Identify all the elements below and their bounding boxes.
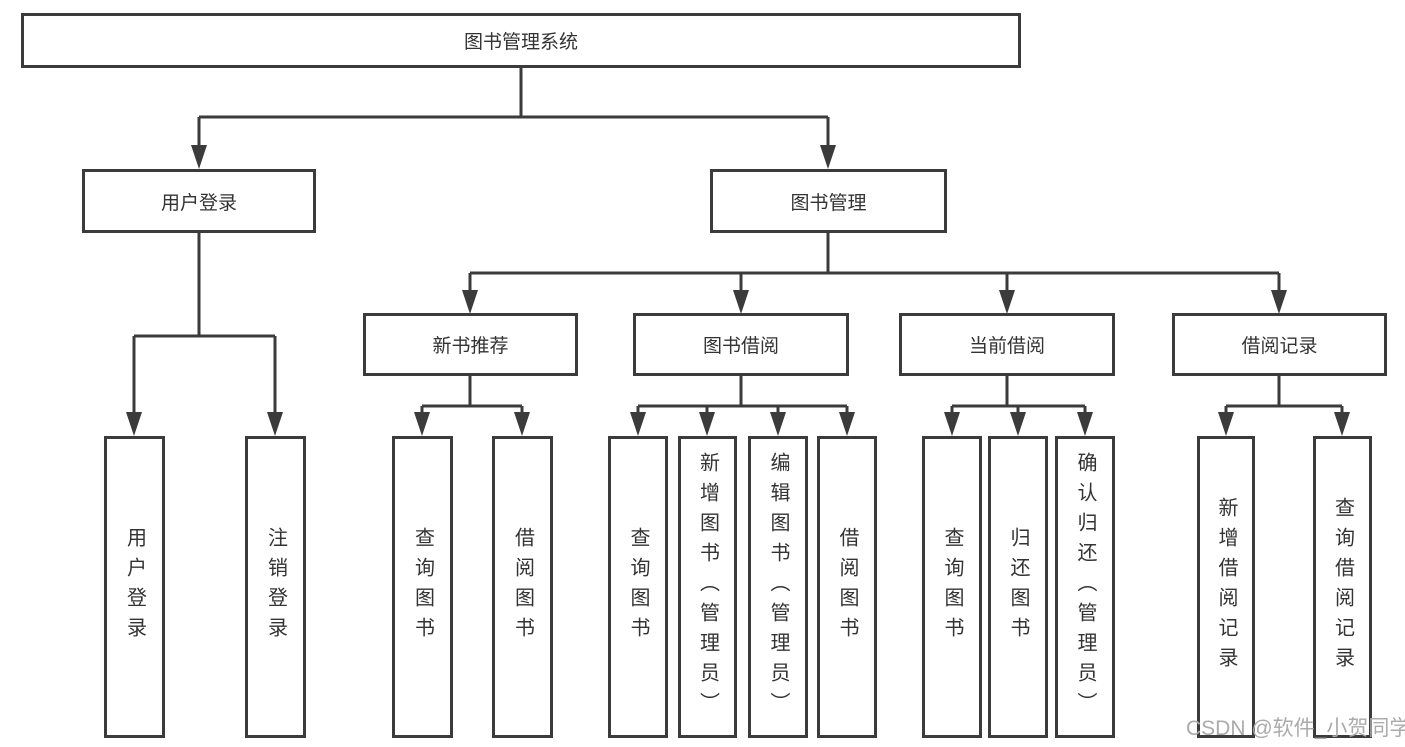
node-root-system: 图书管理系统 (21, 13, 1021, 68)
watermark: CSDN @软件_小贺同学 (1186, 717, 1405, 740)
node-leaf-query-book-1: 查询图书 (392, 436, 453, 738)
node-leaf-query-borrow-record: 查询借阅记录 (1313, 436, 1372, 738)
node-leaf-edit-book-admin: 编辑图书（管理员） (748, 436, 808, 738)
node-current-borrow: 当前借阅 (899, 313, 1115, 376)
node-book-management: 图书管理 (710, 169, 947, 233)
node-borrow-record: 借阅记录 (1172, 313, 1387, 376)
node-new-book-recommend: 新书推荐 (363, 313, 578, 376)
node-leaf-logout: 注销登录 (245, 436, 306, 738)
node-leaf-add-borrow-record: 新增借阅记录 (1197, 436, 1255, 738)
node-book-borrow: 图书借阅 (633, 313, 849, 376)
node-leaf-confirm-return-admin: 确认归还（管理员） (1055, 436, 1115, 738)
node-leaf-return-book: 归还图书 (988, 436, 1048, 738)
node-leaf-borrow-book-1: 借阅图书 (492, 436, 553, 738)
node-user-login: 用户登录 (82, 169, 316, 233)
node-leaf-user-login: 用户登录 (104, 436, 165, 738)
node-leaf-query-book-2: 查询图书 (608, 436, 668, 738)
node-leaf-borrow-book-2: 借阅图书 (817, 436, 877, 738)
node-leaf-query-book-3: 查询图书 (922, 436, 982, 738)
node-leaf-add-book-admin: 新增图书（管理员） (678, 436, 737, 738)
